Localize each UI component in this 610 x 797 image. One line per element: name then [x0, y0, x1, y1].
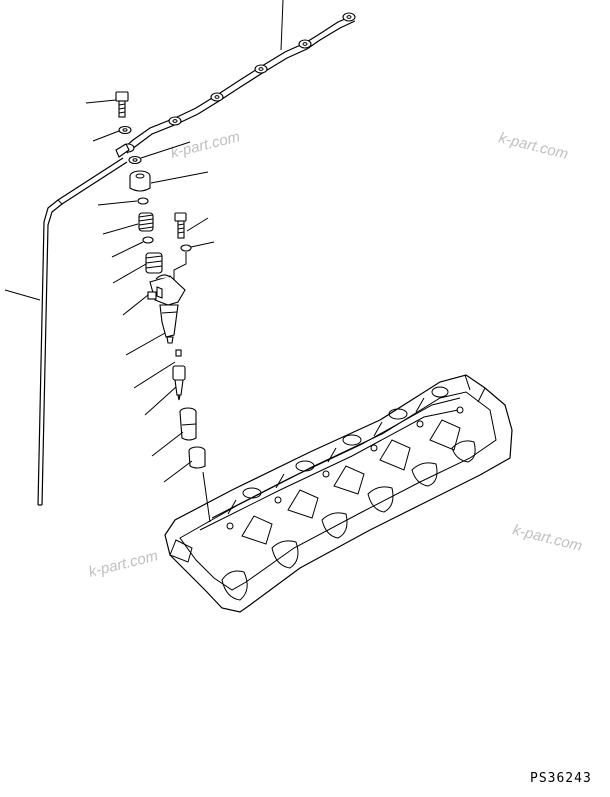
o-ring-1: [137, 197, 149, 205]
leader-holder-bolt: [186, 217, 209, 232]
leader-o-ring-1: [97, 200, 138, 206]
leader-spring-lower: [112, 263, 147, 284]
tube-eye-2: [298, 39, 312, 49]
tube-eye-5: [168, 116, 182, 126]
leader-pin: [133, 361, 176, 389]
leader-injector: [122, 294, 149, 316]
washer-3: [142, 236, 154, 244]
tube-eye-1: [342, 12, 356, 22]
return-pipe: [37, 157, 128, 506]
spring-upper: [138, 212, 154, 232]
dowel-pin: [175, 349, 182, 357]
leader-sleeve: [151, 431, 184, 457]
leader-washer-3: [111, 241, 144, 258]
nozzle-sleeve: [179, 407, 197, 441]
leader-bracket: [173, 252, 187, 280]
spring-lower: [145, 252, 163, 274]
cylinder-head: [164, 374, 513, 613]
leader-pipe: [4, 289, 41, 301]
leader-top: [280, 0, 284, 51]
washer-2: [128, 155, 142, 165]
tube-eye-3: [254, 64, 268, 74]
leader-seat: [163, 460, 193, 483]
holder-bolt: [174, 212, 187, 239]
leader-washer-4: [190, 241, 215, 248]
tube-eye-4: [210, 92, 224, 102]
leader-washer-2: [140, 141, 191, 159]
banjo-bolt: [115, 91, 129, 118]
leader-spring-upper: [102, 223, 139, 235]
nozzle: [172, 365, 186, 401]
washer-4: [180, 244, 192, 252]
seat: [188, 446, 206, 469]
leader-nut: [150, 171, 209, 184]
drawing-code: PS36243: [530, 771, 592, 786]
leader-into-head: [202, 471, 211, 523]
leader-nozzle: [144, 386, 177, 416]
watermark-bottom-left: k-part.com: [87, 547, 160, 581]
leader-washer-1: [92, 130, 120, 142]
leader-injector-tip: [125, 332, 166, 356]
retaining-nut: [129, 170, 151, 192]
leader-bolt: [85, 99, 117, 104]
washer-1: [118, 125, 132, 135]
watermark-bottom-right: k-part.com: [511, 521, 584, 555]
leak-off-tube: [115, 12, 356, 158]
injector-holder: [147, 274, 186, 344]
watermark-top-right: k-part.com: [497, 129, 570, 163]
